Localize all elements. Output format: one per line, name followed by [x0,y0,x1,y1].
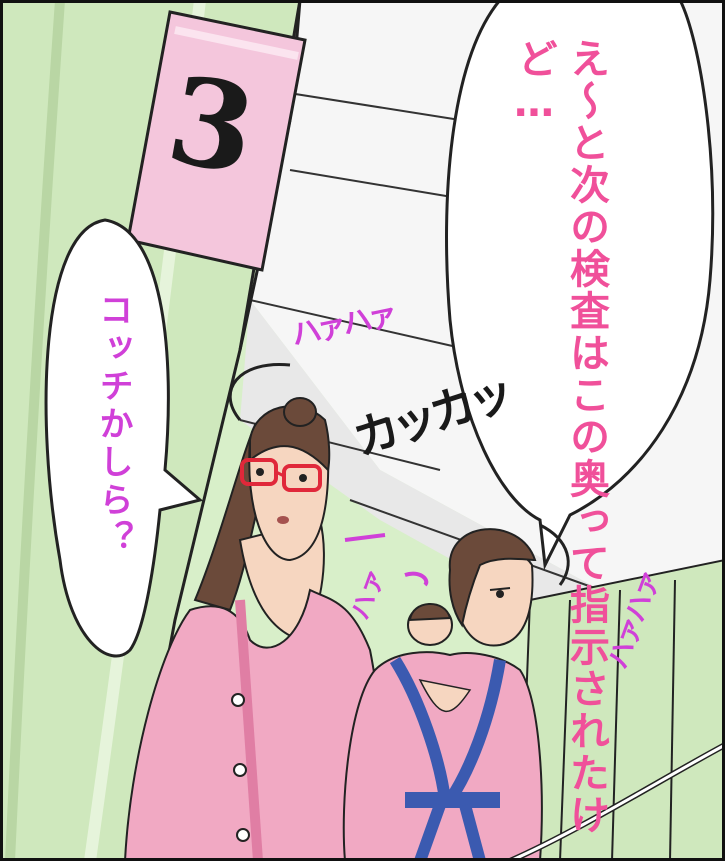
room-sign [126,10,307,272]
woman-glasses-figure [123,397,392,861]
speech-text-left: コッチかしら？ [93,292,133,558]
speech-bubble-right [445,0,715,571]
woman-short-hair-figure [342,528,543,861]
speech-bubble-left [44,218,204,658]
speech-text-right: え〜と次の検査はこの奥って指示されたけど… [511,38,609,836]
